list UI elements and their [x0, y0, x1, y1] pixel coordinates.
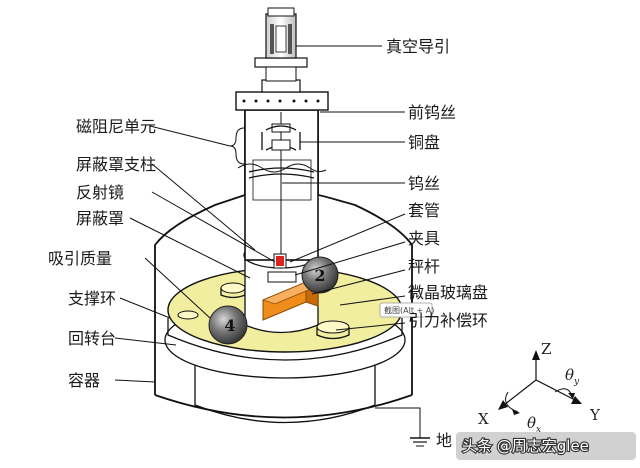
disk-posts	[177, 282, 350, 340]
label-tungsten-wire: 钨丝	[408, 174, 440, 193]
coordinate-axes: Z X Y θ y θ x	[478, 340, 601, 435]
svg-text:Y: Y	[589, 406, 601, 424]
label-balance-rod: 秤杆	[408, 257, 440, 276]
labels: 真空导引 前钨丝 磁阻尼单元 铜盘 屏蔽罩支柱 钨丝 反射镜 套管 屏蔽罩 夹具…	[48, 37, 488, 450]
ball-4: 4	[208, 305, 248, 345]
flange	[235, 91, 329, 111]
svg-text:Z: Z	[541, 340, 551, 358]
label-support-ring: 支撑环	[68, 289, 116, 308]
pointer-lines	[114, 45, 430, 447]
svg-text:θ: θ	[527, 414, 536, 432]
label-ground: 地	[436, 431, 452, 450]
label-attract-mass: 吸引质量	[48, 249, 112, 268]
screenshot-tooltip: 截图(Alt + A)	[379, 302, 434, 318]
container-vessel	[154, 110, 413, 419]
svg-text:2: 2	[314, 266, 325, 285]
label-grav-compensation-ring: 引力补偿环	[408, 311, 488, 330]
label-shield: 屏蔽罩	[76, 209, 124, 228]
label-rotating-table: 回转台	[68, 329, 116, 348]
ball-2: 2	[301, 256, 339, 294]
svg-text:X: X	[478, 410, 489, 428]
label-front-tungsten-wire: 前钨丝	[408, 103, 456, 122]
svg-text:4: 4	[224, 316, 235, 335]
magnetic-damper	[261, 123, 301, 151]
label-magnetic-damper: 磁阻尼单元	[76, 117, 156, 136]
label-shield-column: 屏蔽罩支柱	[76, 155, 156, 174]
svg-text:y: y	[573, 377, 580, 387]
label-clamp: 夹具	[408, 229, 440, 248]
svg-text:截图(Alt + A): 截图(Alt + A)	[384, 305, 434, 315]
vacuum-guide	[254, 7, 308, 93]
svg-text:θ: θ	[565, 366, 574, 384]
label-container: 容器	[68, 371, 100, 390]
label-mirror: 反射镜	[76, 183, 124, 202]
svg-text:头条 @周志宏glee: 头条 @周志宏glee	[462, 437, 589, 455]
svg-text:x: x	[536, 425, 541, 435]
main-tube	[244, 109, 319, 268]
clamp	[267, 253, 297, 283]
label-glass-ceramic-disk: 微晶玻璃盘	[408, 283, 488, 302]
watermark: 头条 @周志宏glee	[456, 432, 636, 460]
label-sleeve: 套管	[408, 201, 440, 220]
label-copper-disk: 铜盘	[408, 133, 440, 152]
label-vacuum-guide: 真空导引	[386, 37, 450, 56]
